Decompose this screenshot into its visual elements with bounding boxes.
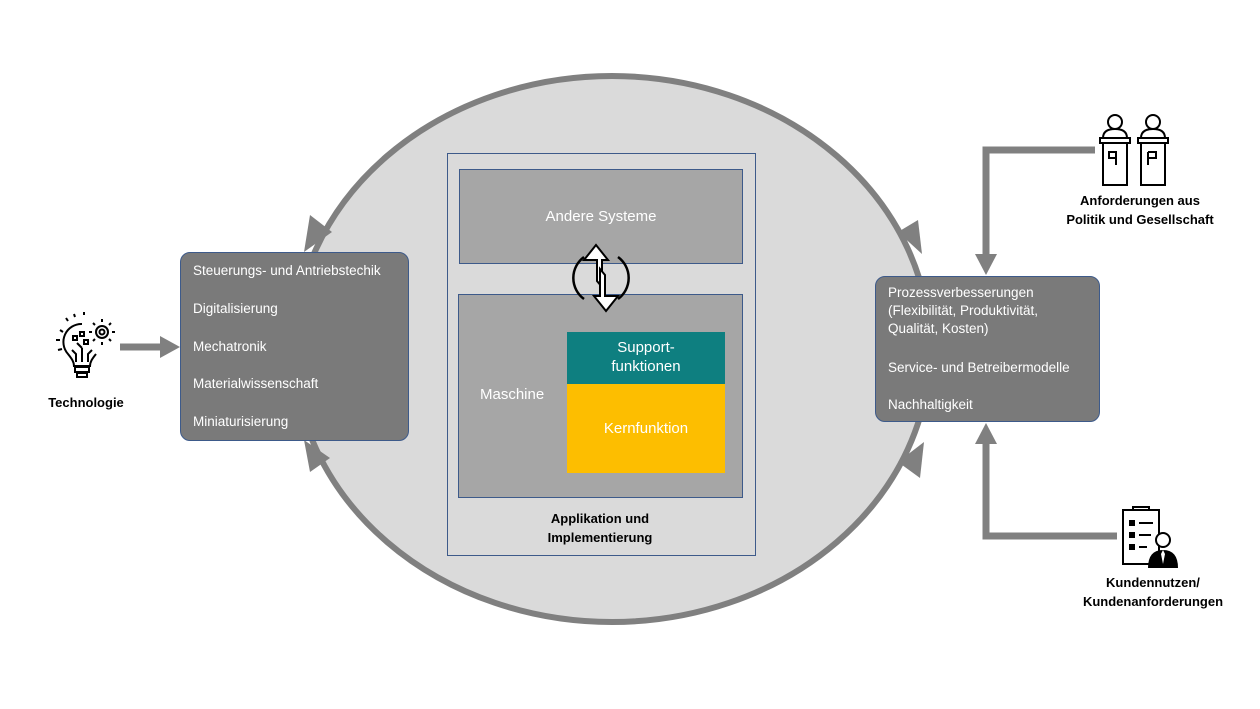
politics-arrowhead [975,254,997,275]
politics-label-line2: Politik und Gesellschaft [1066,212,1214,227]
ellipse-arrow-bottom-right [898,442,924,478]
tech-item: Steuerungs- und Antriebstechik [193,263,381,278]
benefit-line: Service- und Betreibermodelle [888,360,1070,375]
benefit-line: (Flexibilität, Produktivität, [888,303,1039,318]
application-caption: Applikation und Implementierung [520,509,680,547]
core-function-box: Kernfunktion [567,384,725,473]
application-caption-line2: Implementierung [547,530,653,545]
application-caption-line1: Applikation und [550,511,650,526]
ellipse-arrow-bottom-left [304,440,330,472]
customer-arrow [982,442,1117,540]
customer-label: Kundennutzen/ Kundenanforderungen [1068,573,1238,611]
politics-arrow [982,146,1095,256]
bidirectional-exchange-icon [572,243,630,313]
technology-fields-box: Steuerungs- und Antriebstechik Digitalis… [180,252,409,441]
ellipse-arrow-top-left [304,215,332,252]
benefit-line: Nachhaltigkeit [888,397,973,412]
support-functions-box: Support- funktionen [567,332,725,384]
customer-label-line2: Kundenanforderungen [1082,594,1224,609]
clipboard-person-icon [1122,506,1178,568]
support-label-line2: funktionen [611,358,681,375]
benefit-line: Qualität, Kosten) [888,321,989,336]
politics-label: Anforderungen aus Politik und Gesellscha… [1055,191,1225,229]
other-systems-label: Andere Systeme [545,208,657,225]
benefit-line: Prozessverbesserungen [888,285,1034,300]
technology-arrowhead [160,336,180,358]
machine-label: Maschine [480,386,545,403]
customer-arrowhead [975,423,997,444]
tech-item: Materialwissenschaft [193,376,319,391]
tech-item: Miniaturisierung [193,414,289,429]
other-systems-box: Andere Systeme [459,169,743,264]
technology-label: Technologie [48,395,124,410]
lightbulb-gear-icon [56,312,115,378]
podium-speakers-icon [1099,114,1169,186]
tech-item: Mechatronik [193,339,267,354]
ellipse-arrow-top-right [898,220,922,254]
support-label-line1: Support- [617,339,675,356]
tech-item: Digitalisierung [193,301,278,316]
customer-label-line1: Kundennutzen/ [1106,575,1200,590]
politics-label-line1: Anforderungen aus [1080,193,1200,208]
core-function-label: Kernfunktion [603,420,689,437]
benefits-box: Prozessverbesserungen (Flexibilität, Pro… [875,276,1100,422]
